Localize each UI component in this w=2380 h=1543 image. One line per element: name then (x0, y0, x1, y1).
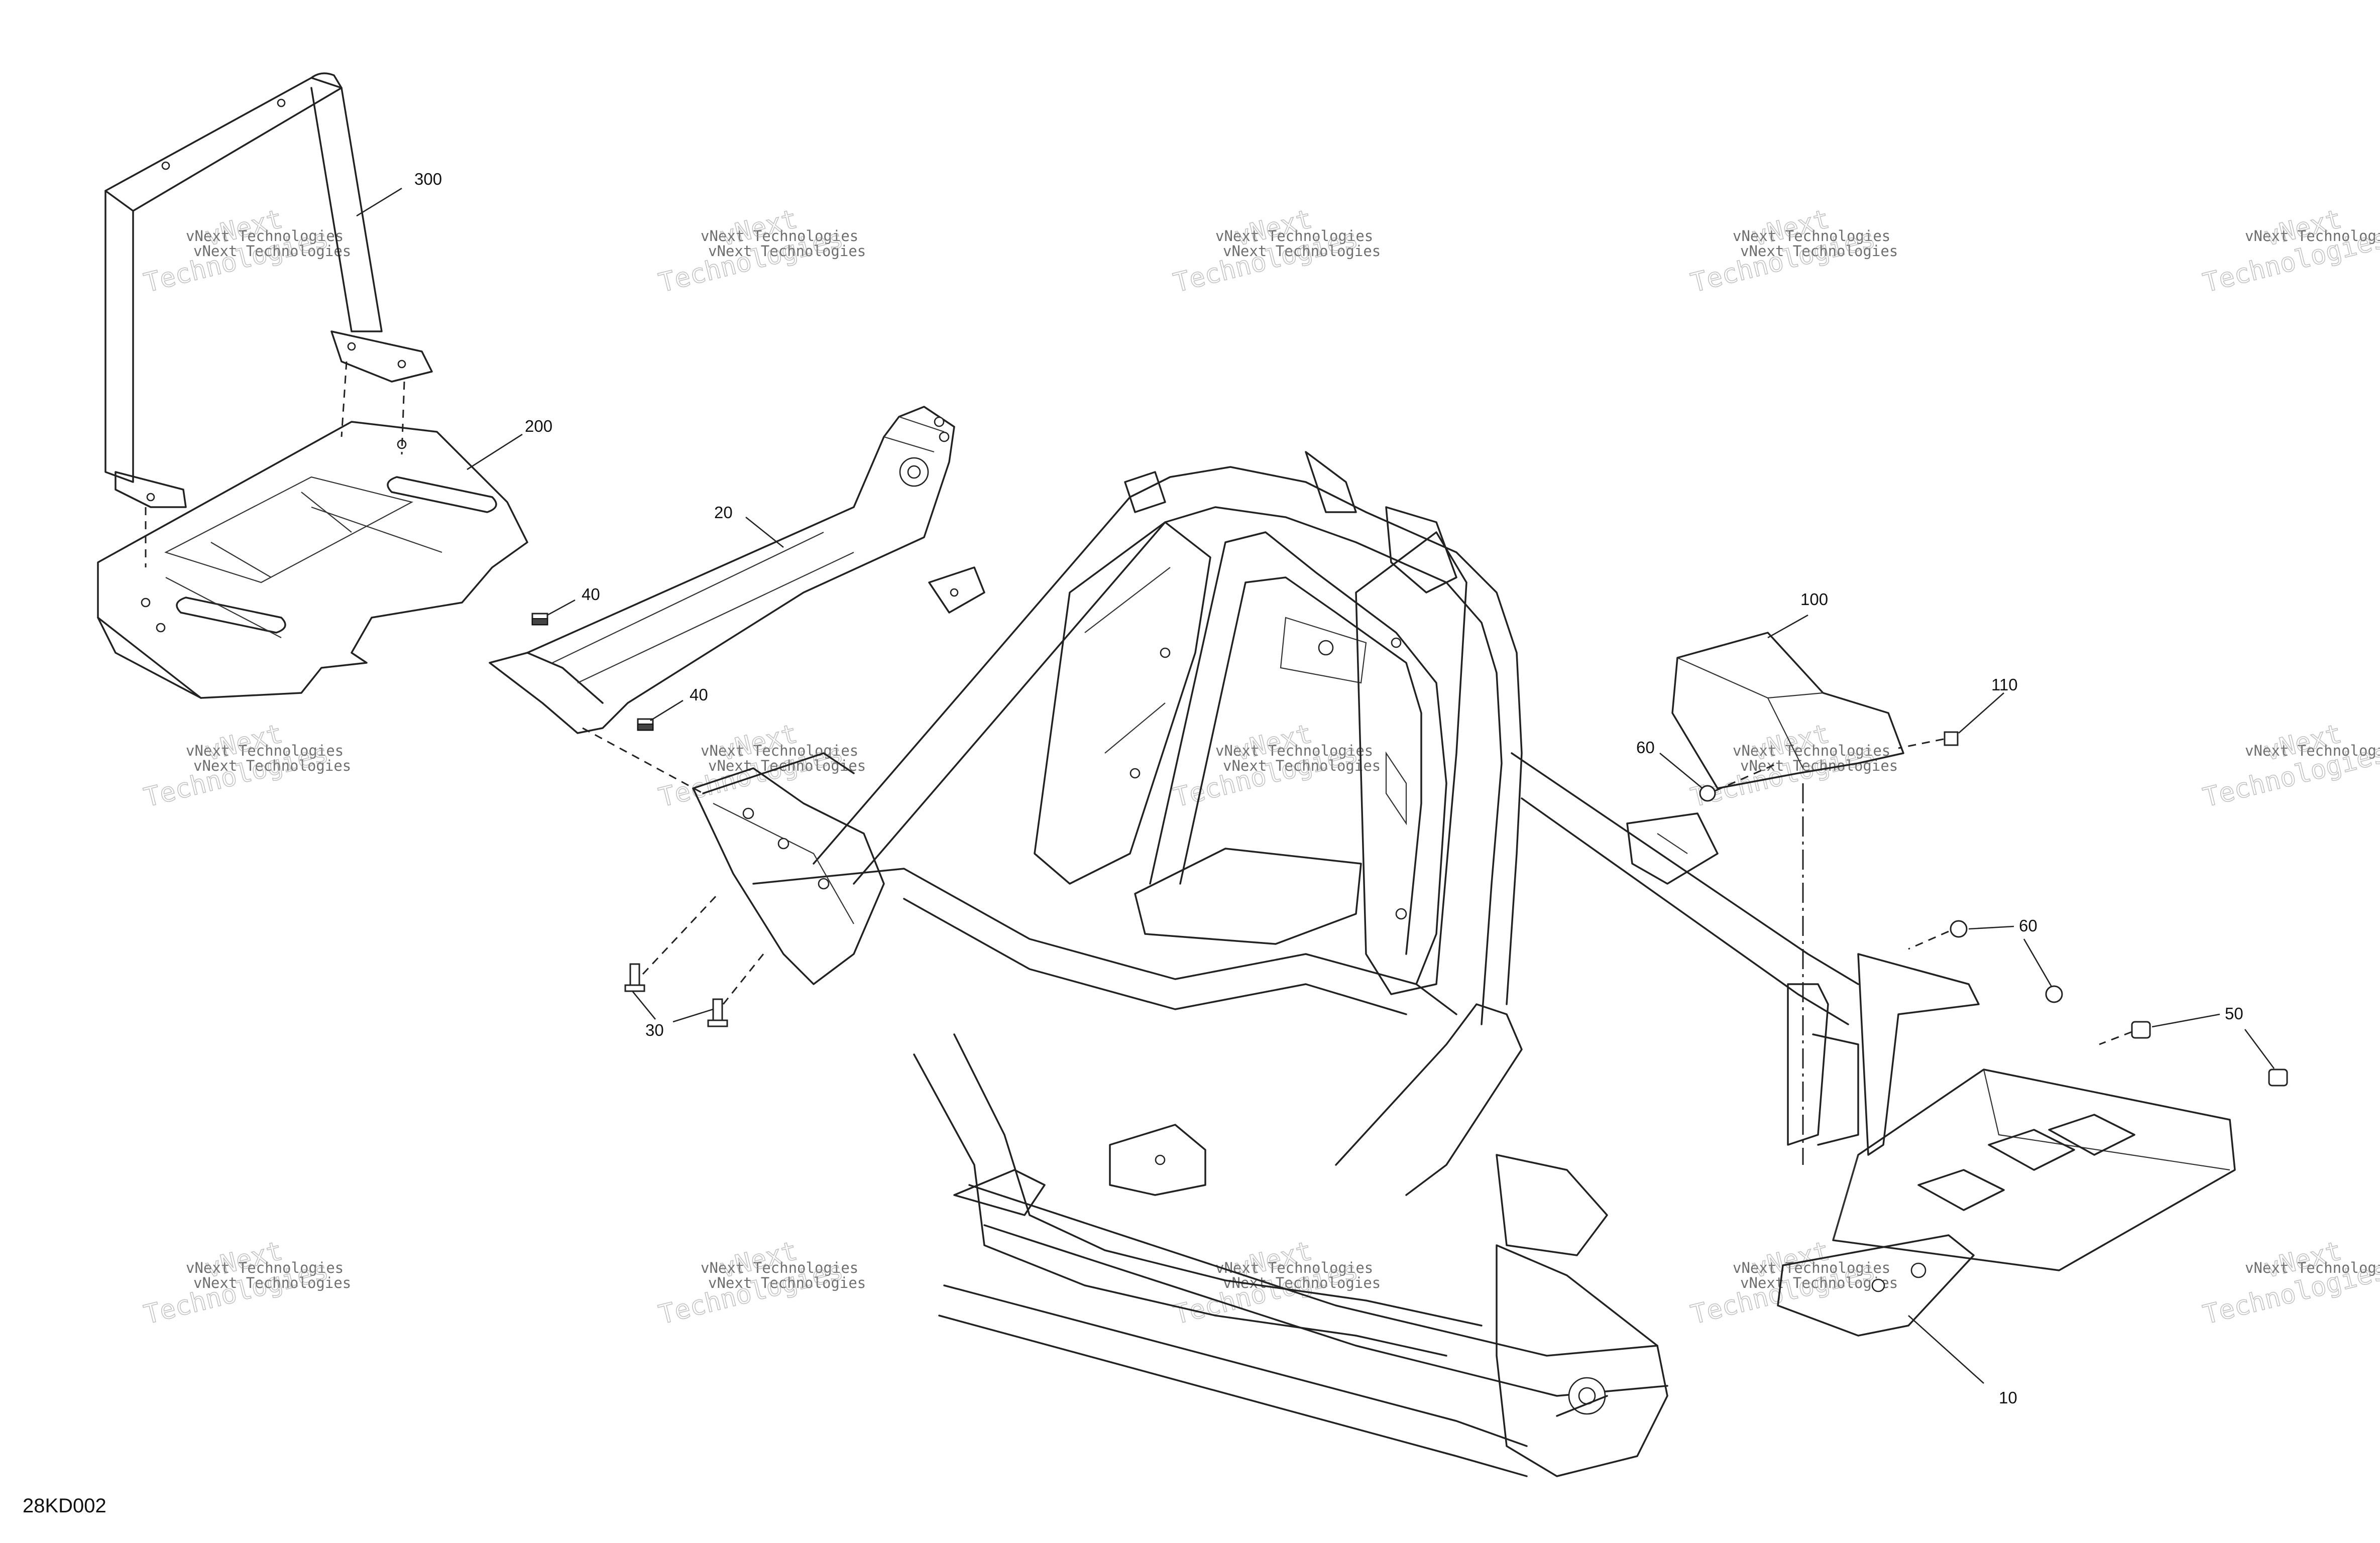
fastener-60-lower-a (1908, 920, 1968, 950)
watermark-text: vNext Technologies (1223, 243, 1381, 260)
watermark-text: vNext Technologies (1740, 243, 1898, 260)
callout-100: 100 (1800, 590, 1828, 609)
assembly-line (582, 727, 704, 794)
callout-50: 50 (2225, 1004, 2243, 1023)
fastener-50-b (2268, 1069, 2288, 1087)
leader-50 (2151, 1013, 2275, 1069)
watermark-text: vNext Technologies (186, 742, 344, 759)
watermark-r3c4: vNext Technologies vNext Technologies vN… (1687, 1235, 1898, 1331)
leader-60b (1968, 925, 2053, 987)
fastener-30-lower (707, 998, 728, 1027)
watermark-text: vNext Technologies (701, 1259, 858, 1276)
callout-10: 10 (1999, 1388, 2017, 1407)
callout-40a: 40 (582, 585, 600, 604)
leader-40b (650, 699, 684, 722)
leader-lines (356, 187, 2275, 1384)
leader-300 (356, 187, 402, 217)
leader-200 (467, 433, 523, 470)
cross-member-20 (489, 406, 955, 734)
watermark-r3c1: vNext Technologies vNext Technologies vN… (141, 1235, 351, 1331)
main-frame-10 (692, 451, 2236, 1477)
callout-30: 30 (645, 1021, 664, 1039)
watermark-text: vNext Technologies (186, 1259, 344, 1276)
fastener-60-upper (1699, 762, 1778, 802)
watermark-text: vNext Technologies (708, 1274, 866, 1291)
watermark-r1c4: vNext Technologies vNext Technologies vN… (1687, 203, 1898, 299)
watermark-r1c1: vNext Technologies vNext Technologies vN… (141, 203, 351, 299)
leader-60a (1659, 752, 1703, 789)
assembly-line (341, 361, 348, 437)
watermark-text: vNext Technologies (1215, 742, 1373, 759)
watermark-r2c2: vNext Technologies vNext Technologies vN… (655, 718, 866, 813)
leader-40a (547, 599, 576, 616)
watermark-text: vNext Technologies (1223, 757, 1381, 774)
reference-code: 28KD002 (23, 1495, 106, 1517)
callout-labels: 300 200 20 40 40 30 100 110 60 60 50 10 (414, 170, 2243, 1407)
watermark-text: vNext Technologies (2245, 742, 2380, 759)
fastener-60-lower-b (2045, 985, 2063, 1003)
watermark-text: vNext Technologies (1215, 227, 1373, 245)
callout-200: 200 (525, 417, 552, 435)
watermark-r1c2: vNext Technologies vNext Technologies vN… (655, 203, 866, 299)
leader-10 (1908, 1315, 1984, 1384)
watermark-text: vNext Technologies (701, 742, 858, 759)
fastener-50-a (2099, 1021, 2151, 1045)
fastener-110 (1898, 731, 1959, 749)
watermark-text: vNext Technologies (193, 757, 351, 774)
watermark-text: vNext Technologies (186, 227, 344, 245)
assembly-line (401, 381, 405, 455)
watermark-text: vNext Technologies (708, 243, 866, 260)
watermark-r2c1: vNext Technologies vNext Technologies vN… (141, 718, 351, 813)
leader-100 (1767, 614, 1808, 639)
leader-20 (745, 516, 784, 548)
assembly-line (722, 954, 764, 1005)
callout-60a: 60 (1636, 738, 1655, 757)
callout-110: 110 (1991, 675, 2018, 694)
watermark-text: vNext Technologies (1733, 1259, 1890, 1276)
platform-200 (97, 421, 528, 699)
callout-20: 20 (714, 503, 733, 522)
callout-60b: 60 (2019, 916, 2037, 935)
watermark-text: vNext Technologies (1215, 1259, 1373, 1276)
watermark-text: vNext Technologies (2245, 227, 2380, 245)
watermark-r3c2: vNext Technologies vNext Technologies vN… (655, 1235, 866, 1331)
watermark-text: vNext Technologies (1740, 1274, 1898, 1291)
assembly-line (642, 893, 719, 975)
watermark-text: vNext Technologies (1733, 742, 1890, 759)
leader-30 (632, 991, 714, 1023)
watermark-text: vNext Technologies (193, 1274, 351, 1291)
callout-40b: 40 (690, 685, 708, 704)
watermark-text: vNext Technologies (701, 227, 858, 245)
watermark-text: vNext Technologies (2245, 1259, 2380, 1276)
watermark-text: vNext Technologies (1733, 227, 1890, 245)
fastener-30-upper (624, 963, 645, 992)
watermark-r2c3: vNext Technologies vNext Technologies vN… (1170, 718, 1381, 813)
leader-110 (1958, 692, 2004, 734)
fastener-40-upper (531, 613, 548, 626)
rack-frame-300 (104, 72, 433, 508)
watermark-r1c3: vNext Technologies vNext Technologies vN… (1170, 203, 1381, 299)
watermark-layer: vNext Technologies vNext Technologies vN… (141, 203, 2380, 1331)
callout-300: 300 (414, 170, 442, 188)
watermark-text: vNext Technologies (193, 243, 351, 260)
watermark-r3c3: vNext Technologies vNext Technologies vN… (1170, 1235, 1381, 1331)
fastener-40-lower (637, 718, 654, 731)
cover-100 (1671, 632, 1904, 789)
